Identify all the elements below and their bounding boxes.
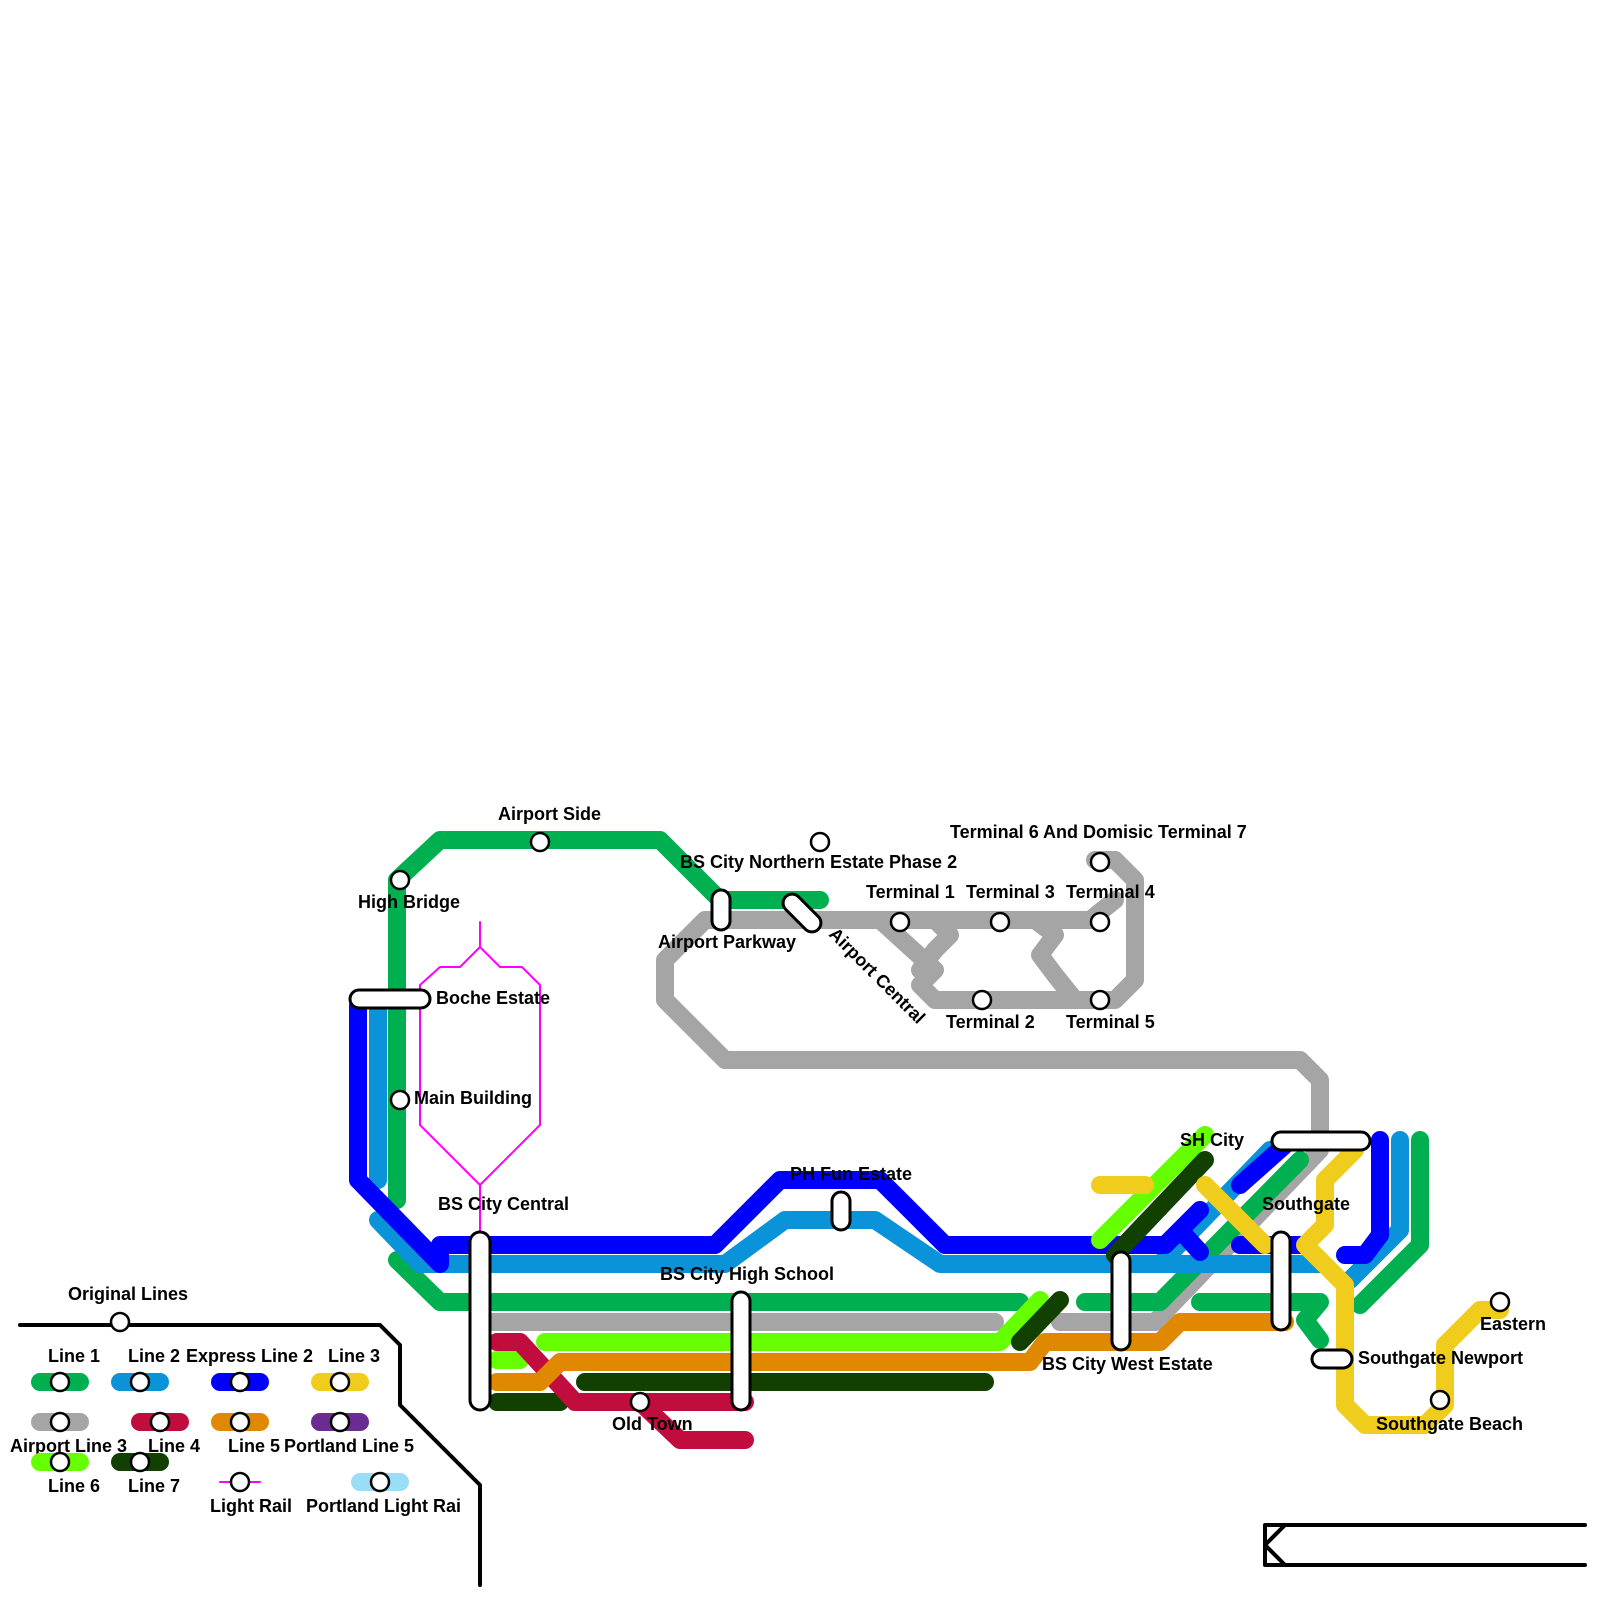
station-terminal3[interactable]: [991, 913, 1009, 931]
legend-line7-dot: [131, 1453, 149, 1471]
legend-portland-light-rail-dot: [371, 1473, 389, 1491]
legend-line3-label: Line 3: [328, 1346, 380, 1366]
legend-line6-label: Line 6: [48, 1476, 100, 1496]
legend-airport-line: Airport Line 3: [10, 1413, 127, 1456]
legend-line1-label: Line 1: [48, 1346, 100, 1366]
label-southgate-beach: Southgate Beach: [1376, 1414, 1523, 1434]
legend-line7-label: Line 7: [128, 1476, 180, 1496]
legend-line6-dot: [51, 1453, 69, 1471]
label-main-building: Main Building: [414, 1088, 532, 1108]
station-old-town[interactable]: [631, 1393, 649, 1411]
label-old-town: Old Town: [612, 1414, 693, 1434]
legend-line3: Line 3: [320, 1346, 380, 1391]
station-terminal2[interactable]: [973, 991, 991, 1009]
legend-light-rail: Light Rail: [210, 1473, 292, 1516]
station-southgate-beach[interactable]: [1431, 1391, 1449, 1409]
station-boche-estate[interactable]: [350, 990, 430, 1008]
station-bs-city-central[interactable]: [470, 1232, 490, 1410]
legend-express-line2-dot: [231, 1373, 249, 1391]
station-bs-city-high-school[interactable]: [732, 1292, 750, 1410]
legend-portland-line5-label: Portland Line 5: [284, 1436, 414, 1456]
label-terminal6-7: Terminal 6 And Domisic Terminal 7: [950, 822, 1247, 842]
label-sh-city: SH City: [1180, 1130, 1244, 1150]
station-southgate[interactable]: [1272, 1232, 1290, 1330]
station-airport-parkway[interactable]: [712, 890, 730, 930]
legend-line1: Line 1: [40, 1346, 100, 1391]
label-bs-city-central: BS City Central: [438, 1194, 569, 1214]
legend-line3-dot: [331, 1373, 349, 1391]
label-terminal2: Terminal 2: [946, 1012, 1035, 1032]
label-northern-estate: BS City Northern Estate Phase 2: [680, 852, 957, 872]
legend-portland-light-rail: Portland Light Rai: [306, 1473, 461, 1516]
label-terminal1: Terminal 1: [866, 882, 955, 902]
station-airport-side[interactable]: [531, 833, 549, 851]
label-southgate: Southgate: [1262, 1194, 1350, 1214]
legend: Line 1 Line 2 Express Line 2 Line 3 Airp…: [10, 1346, 461, 1516]
line1-main: [397, 840, 820, 1200]
label-original-lines: Original Lines: [68, 1284, 188, 1304]
label-terminal5: Terminal 5: [1066, 1012, 1155, 1032]
legend-airport-line-dot: [51, 1413, 69, 1431]
station-eastern[interactable]: [1491, 1293, 1509, 1311]
station-high-bridge[interactable]: [391, 871, 409, 889]
station-terminal4[interactable]: [1091, 913, 1109, 931]
label-airport-parkway: Airport Parkway: [658, 932, 796, 952]
label-southgate-newport: Southgate Newport: [1358, 1348, 1523, 1368]
legend-line2-label: Line 2: [128, 1346, 180, 1366]
legend-portland-line5-dot: [331, 1413, 349, 1431]
legend-line2: Line 2: [120, 1346, 180, 1391]
legend-light-rail-dot: [231, 1473, 249, 1491]
label-high-bridge: High Bridge: [358, 892, 460, 912]
station-main-building[interactable]: [391, 1091, 409, 1109]
station-original-lines[interactable]: [111, 1313, 129, 1331]
legend-portland-line5: Portland Line 5: [284, 1413, 414, 1456]
legend-line4: Line 4: [140, 1413, 200, 1456]
legend-express-line2: Express Line 2: [186, 1346, 313, 1391]
legend-line2-dot: [131, 1373, 149, 1391]
legend-line6: Line 6: [40, 1453, 100, 1496]
station-southgate-newport[interactable]: [1312, 1350, 1352, 1368]
legend-express-line2-label: Express Line 2: [186, 1346, 313, 1366]
legend-line5: Line 5: [220, 1413, 280, 1456]
legend-light-rail-label: Light Rail: [210, 1496, 292, 1516]
legend-line5-dot: [231, 1413, 249, 1431]
label-bs-city-west-estate: BS City West Estate: [1042, 1354, 1213, 1374]
station-terminal6-7[interactable]: [1091, 853, 1109, 871]
legend-portland-light-rail-label: Portland Light Rai: [306, 1496, 461, 1516]
line1-far-east: [1360, 1140, 1420, 1305]
label-terminal3: Terminal 3: [966, 882, 1055, 902]
label-eastern: Eastern: [1480, 1314, 1546, 1334]
label-boche-estate: Boche Estate: [436, 988, 550, 1008]
station-bs-city-west-estate[interactable]: [1112, 1252, 1130, 1350]
label-terminal4: Terminal 4: [1066, 882, 1155, 902]
line3-main: [1205, 1150, 1500, 1425]
label-airport-side: Airport Side: [498, 804, 601, 824]
label-bs-city-high-school: BS City High School: [660, 1264, 834, 1284]
station-northern-estate[interactable]: [811, 833, 829, 851]
label-ph-fun-estate: PH Fun Estate: [790, 1164, 912, 1184]
legend-line7: Line 7: [120, 1453, 180, 1496]
original-line-frame: [1265, 1525, 1585, 1565]
station-sh-city[interactable]: [1272, 1132, 1370, 1150]
legend-line1-dot: [51, 1373, 69, 1391]
station-terminal5[interactable]: [1091, 991, 1109, 1009]
station-ph-fun-estate[interactable]: [832, 1192, 850, 1230]
station-terminal1[interactable]: [891, 913, 909, 931]
legend-line5-label: Line 5: [228, 1436, 280, 1456]
legend-line4-dot: [151, 1413, 169, 1431]
